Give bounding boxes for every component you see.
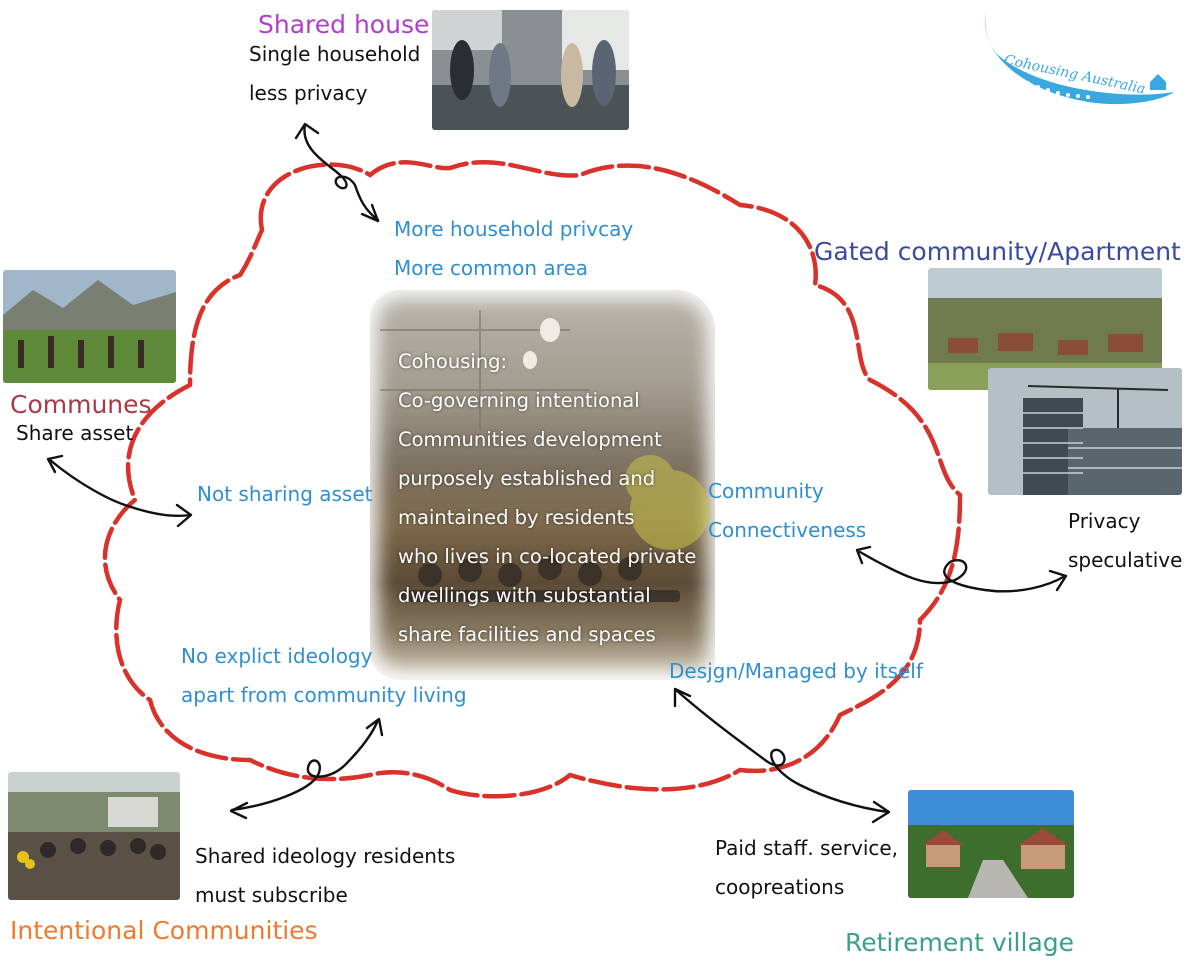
shared-house-photo	[432, 10, 629, 130]
retirement-village-description: coopreations	[715, 875, 845, 899]
communes-photo	[3, 270, 176, 383]
cohousing-definition-line: who lives in co-located private	[398, 545, 697, 568]
shared-house-difference: More household privcay	[394, 217, 634, 241]
cohousing-australia-logo: Cohousing Australia	[978, 10, 1178, 110]
intentional-communities-description: must subscribe	[195, 883, 348, 907]
intentional-communities-description: Shared ideology residents	[195, 844, 456, 868]
shared-house-title: Shared house	[258, 10, 430, 39]
gated-community-description: Privacy	[1068, 509, 1141, 533]
cohousing-definition-line: dwellings with substantial	[398, 584, 651, 607]
shared-house-description: Single household	[249, 42, 421, 66]
arrow-communes	[46, 454, 193, 528]
cohousing-definition-line: Cohousing:	[398, 350, 508, 373]
arrow-shared-house	[294, 122, 380, 223]
gated-community-difference: Connectiveness	[708, 518, 867, 542]
gated-community-title: Gated community/Apartment	[814, 237, 1181, 266]
retirement-village-photo	[908, 790, 1074, 898]
communes-description: Share asset	[16, 421, 134, 445]
cohousing-center-image: Cohousing: Co-governing intentional Comm…	[370, 290, 715, 680]
intentional-communities-difference: apart from community living	[181, 683, 467, 707]
retirement-village-difference: Desjgn/Managed by itself	[669, 659, 923, 683]
cohousing-cloud-outline	[102, 159, 963, 799]
communes-difference: Not sharing asset	[197, 482, 373, 506]
cohousing-definition-line: purposely established and	[398, 467, 656, 490]
cohousing-definition-line: share facilities and spaces	[398, 623, 656, 646]
retirement-village-description: Paid staff. service,	[715, 836, 899, 860]
gated-community-difference: Community	[708, 479, 824, 503]
intentional-communities-photo	[8, 772, 180, 900]
gated-community-description: speculative	[1068, 548, 1183, 572]
shared-house-description: less privacy	[249, 81, 368, 105]
apartment-photo	[988, 368, 1182, 495]
cohousing-definition-line: maintained by residents	[398, 506, 635, 529]
communes-title: Communes	[10, 390, 152, 419]
arrow-intentional	[229, 717, 384, 820]
cohousing-definition-line: Communities development	[398, 428, 662, 451]
gated-community-photo	[928, 268, 1162, 390]
intentional-communities-title: Intentional Communities	[10, 916, 318, 945]
intentional-communities-difference: No explict ideology	[181, 644, 373, 668]
arrow-retirement	[673, 687, 891, 824]
retirement-village-title: Retirement village	[845, 928, 1075, 957]
arrow-gated	[855, 545, 1068, 593]
shared-house-difference: More common area	[394, 256, 589, 280]
cohousing-definition-line: Co-governing intentional	[398, 389, 640, 412]
